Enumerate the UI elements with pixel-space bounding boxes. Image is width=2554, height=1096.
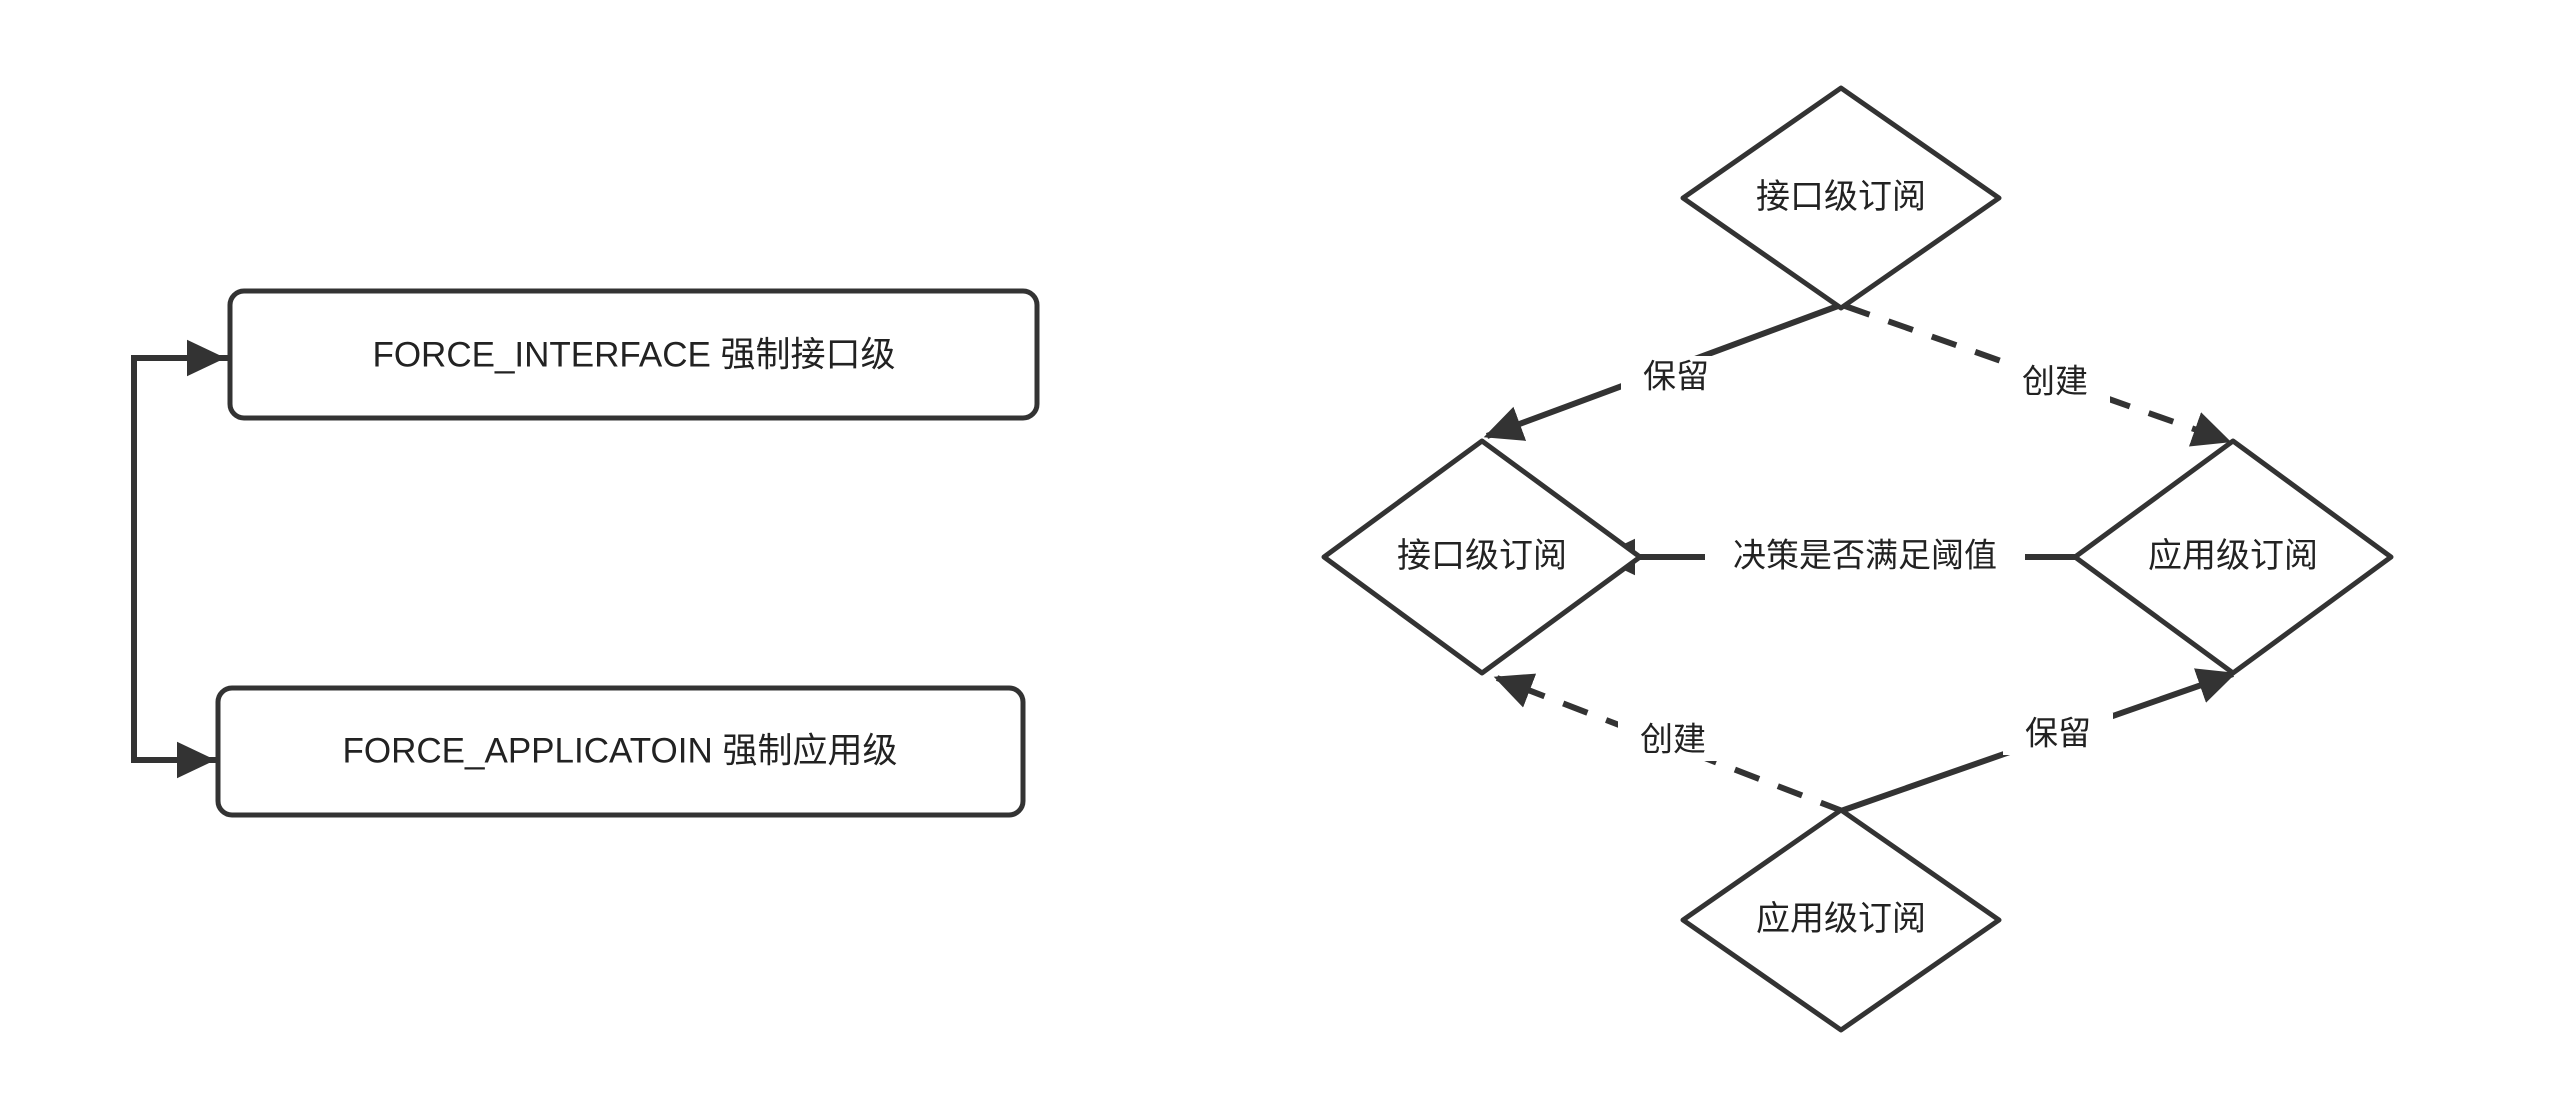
- mid-right-application-label: 应用级订阅: [2148, 537, 2318, 575]
- force-interface-label: FORCE_INTERFACE 强制接口级: [372, 335, 895, 374]
- force-application-box[interactable]: [215, 685, 1026, 818]
- top-interface-label: 接口级订阅: [1756, 178, 1926, 216]
- node-bottom-application-subscription[interactable]: 应用级订阅: [1680, 807, 2002, 1033]
- loop-connector-path: [131, 355, 230, 763]
- mid-left-interface-diamond[interactable]: [1321, 438, 1643, 676]
- node-force-application[interactable]: FORCE_APPLICATOIN 强制应用级: [215, 685, 1026, 818]
- node-top-interface-subscription[interactable]: 接口级订阅: [1680, 85, 2002, 311]
- mid-right-application-diamond[interactable]: [2072, 438, 2394, 676]
- bottom-application-label: 应用级订阅: [1756, 900, 1926, 938]
- node-mid-right-application-subscription[interactable]: 应用级订阅: [2072, 438, 2394, 676]
- edge-label-bg-bottom-left: [1618, 719, 1728, 761]
- edge-label-top-to-left: 保留: [1643, 358, 1709, 395]
- mid-left-interface-label: 接口级订阅: [1397, 537, 1567, 575]
- edge-label-threshold-decision: 决策是否满足阈值: [1733, 537, 1997, 574]
- edge-label-bottom-to-left: 创建: [1640, 721, 1706, 758]
- force-interface-box[interactable]: [227, 288, 1040, 421]
- top-interface-diamond[interactable]: [1680, 85, 2002, 311]
- node-force-interface[interactable]: FORCE_INTERFACE 强制接口级: [227, 288, 1040, 421]
- edge-label-bottom-to-right: 保留: [2025, 715, 2091, 752]
- edge-label-top-to-right: 创建: [2022, 363, 2088, 400]
- edge-label-bg-center: [1705, 535, 2025, 579]
- left-connector-group: [131, 339, 230, 779]
- right-edge-labels-group: 保留 创建 创建 保留 决策是否满足阈值: [1618, 356, 2113, 761]
- edge-label-bg-top-right: [2000, 361, 2110, 403]
- node-mid-left-interface-subscription[interactable]: 接口级订阅: [1321, 438, 1643, 676]
- force-application-label: FORCE_APPLICATOIN 强制应用级: [343, 731, 898, 770]
- bottom-application-diamond[interactable]: [1680, 807, 2002, 1033]
- edge-label-bg-top-left: [1621, 356, 1731, 398]
- edge-label-bg-bottom-right: [2003, 713, 2113, 755]
